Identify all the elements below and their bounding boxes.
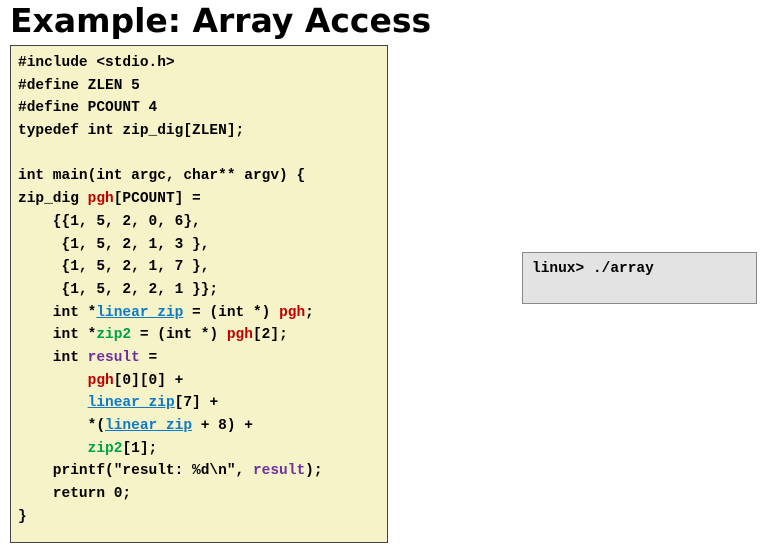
code-token: } [18,508,27,525]
code-identifier: linear_zip [105,418,193,434]
code-token: + 8) + [192,418,253,434]
code-identifier: result [252,463,306,480]
code-token: return 0; [18,486,132,503]
code-identifier: pgh [87,191,114,208]
code-line: zip2[1]; [18,438,323,461]
code-token: #define PCOUNT 4 [18,100,158,117]
code-token: int main(int argc, char** argv) { [18,168,306,185]
code-token: [0][0] + [113,372,184,389]
terminal-command: linux> ./array [532,261,654,277]
code-panel: #include <stdio.h> #define ZLEN 5 #define … [10,45,388,543]
code-line: zip_dig pgh[PCOUNT] = [18,188,323,211]
code-token [18,441,88,457]
code-line: printf("result: %d\n", result); [18,460,323,483]
code-line: {1, 5, 2, 1, 7 }, [18,256,323,279]
code-line: #include <stdio.h> [18,52,323,75]
code-line: #define ZLEN 5 [18,75,323,98]
code-token: ; [305,304,314,321]
code-line: int result = [18,347,323,370]
code-token: int * [18,304,97,321]
code-token: printf("result: %d\n", [18,463,253,480]
code-line: int main(int argc, char** argv) { [18,165,323,188]
code-identifier: linear_zip [96,304,184,321]
code-token: #include <stdio.h> [18,55,175,71]
code-token: int * [18,327,97,344]
code-line: {1, 5, 2, 1, 3 }, [18,234,323,257]
code-token: [1]; [122,440,158,457]
code-identifier: pgh [226,327,253,344]
code-token: #define ZLEN 5 [18,77,140,94]
code-token: {1, 5, 2, 2, 1 }}; [18,281,219,298]
slide-title: Example: Array Access [10,1,432,40]
code-token: = (int *) [183,304,280,321]
code-token: [7] + [174,395,219,412]
code-line: *(linear_zip + 8) + [18,415,323,438]
code-token: = [139,349,158,366]
code-token: ); [305,463,323,480]
code-line: int *zip2 = (int *) pgh[2]; [18,324,323,347]
code-listing: #include <stdio.h> #define ZLEN 5 #define … [18,52,323,528]
code-line: return 0; [18,483,323,506]
code-identifier: result [87,349,140,366]
code-token: *( [18,418,106,434]
code-identifier: pgh [87,372,114,389]
code-token: typedef int zip_dig[ZLEN]; [18,123,245,140]
code-token: {1, 5, 2, 1, 3 }, [18,236,210,253]
code-token [18,395,88,411]
code-line: #define PCOUNT 4 [18,97,323,120]
code-identifier: zip2 [87,440,123,457]
code-token: = (int *) [131,327,227,344]
terminal-panel: linux> ./array [522,252,757,304]
code-token [18,373,88,389]
code-token: int [18,349,88,366]
code-token: [PCOUNT] = [113,191,201,208]
code-token: zip_dig [18,191,88,208]
code-line: {{1, 5, 2, 0, 6}, [18,211,323,234]
code-identifier: pgh [279,304,306,321]
code-line: linear_zip[7] + [18,392,323,415]
code-token: {{1, 5, 2, 0, 6}, [18,213,201,230]
code-line [18,143,323,166]
code-line: pgh[0][0] + [18,370,323,393]
code-identifier: zip2 [96,327,132,344]
code-token: {1, 5, 2, 1, 7 }, [18,259,210,276]
code-line: int *linear_zip = (int *) pgh; [18,302,323,325]
code-line: typedef int zip_dig[ZLEN]; [18,120,323,143]
code-line: } [18,506,323,529]
code-line: {1, 5, 2, 2, 1 }}; [18,279,323,302]
code-identifier: linear_zip [87,395,175,412]
code-token: [2]; [252,327,288,344]
